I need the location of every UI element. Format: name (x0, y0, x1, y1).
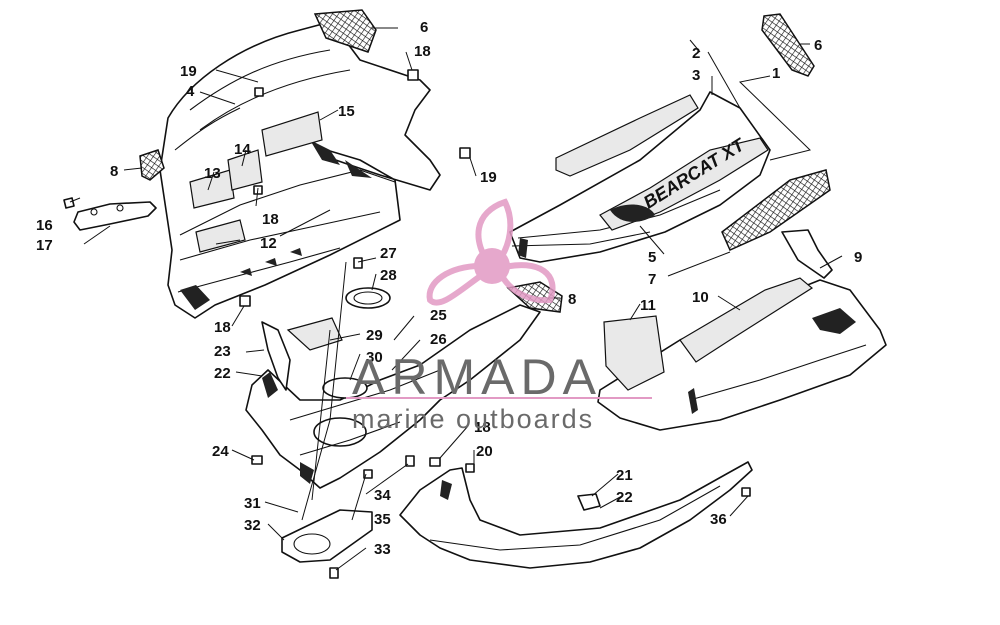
leader-lines (69, 27, 843, 571)
callout-3: 3 (692, 67, 700, 84)
callout-11: 11 (640, 297, 656, 314)
callout-19-right: 19 (480, 169, 497, 186)
callout-4: 4 (186, 83, 195, 100)
callout-6-right: 6 (814, 37, 822, 54)
callout-27: 27 (380, 245, 397, 262)
watermark-brand: ARMADA (352, 349, 602, 405)
callout-9: 9 (854, 249, 862, 266)
callout-35: 35 (374, 511, 391, 528)
callout-16: 16 (36, 217, 53, 234)
callout-1: 1 (772, 65, 780, 82)
propeller-logo-icon (426, 198, 556, 306)
callout-12: 12 (260, 235, 277, 252)
fasteners (239, 69, 751, 579)
callout-26: 26 (430, 331, 447, 348)
callout-10: 10 (692, 289, 709, 306)
watermark: ARMADA marine outboards (346, 198, 652, 434)
callout-labels: 1 2 3 4 5 6 6 7 8 8 9 10 11 12 13 14 15 … (36, 19, 862, 558)
vent-mesh-6-right (761, 13, 815, 77)
callout-7: 7 (648, 271, 656, 288)
callout-34: 34 (374, 487, 391, 504)
callout-15: 15 (338, 103, 355, 120)
callout-32: 32 (244, 517, 261, 534)
callout-18-lower: 18 (474, 419, 491, 436)
vent-mesh-6-left (313, 9, 377, 53)
decal-11 (603, 315, 665, 391)
callout-30: 30 (366, 349, 383, 366)
vent-8-left (139, 149, 165, 181)
callout-14: 14 (234, 141, 251, 158)
callout-21: 21 (616, 467, 633, 484)
console-assembly (245, 287, 541, 489)
cup-32 (281, 509, 373, 563)
side-panel-assembly (597, 229, 887, 431)
vent-7 (721, 169, 831, 251)
callout-23: 23 (214, 343, 231, 360)
callout-31: 31 (244, 495, 261, 512)
callout-28: 28 (380, 267, 397, 284)
callout-5: 5 (648, 249, 656, 266)
callout-29: 29 (366, 327, 383, 344)
callout-18-top: 18 (414, 43, 431, 60)
callout-18-left: 18 (214, 319, 231, 336)
callout-18-mid: 18 (262, 211, 279, 228)
lower-pan-assembly (399, 461, 753, 569)
nose-pan-assembly (159, 21, 441, 319)
callout-36: 36 (710, 511, 727, 528)
callout-19-left: 19 (180, 63, 197, 80)
callout-25: 25 (430, 307, 447, 324)
callout-20: 20 (476, 443, 493, 460)
callout-22-left: 22 (214, 365, 231, 382)
callout-22-right: 22 (616, 489, 633, 506)
bracket-17 (73, 201, 157, 231)
callout-13: 13 (204, 165, 221, 182)
callout-17: 17 (36, 237, 53, 254)
watermark-tagline: marine outboards (352, 404, 594, 434)
callout-33: 33 (374, 541, 391, 558)
callout-2: 2 (692, 45, 700, 62)
callout-6-left: 6 (420, 19, 428, 36)
screw-16 (63, 197, 75, 209)
callout-8-left: 8 (110, 163, 118, 180)
callout-8-center: 8 (568, 291, 576, 308)
callout-24: 24 (212, 443, 229, 460)
